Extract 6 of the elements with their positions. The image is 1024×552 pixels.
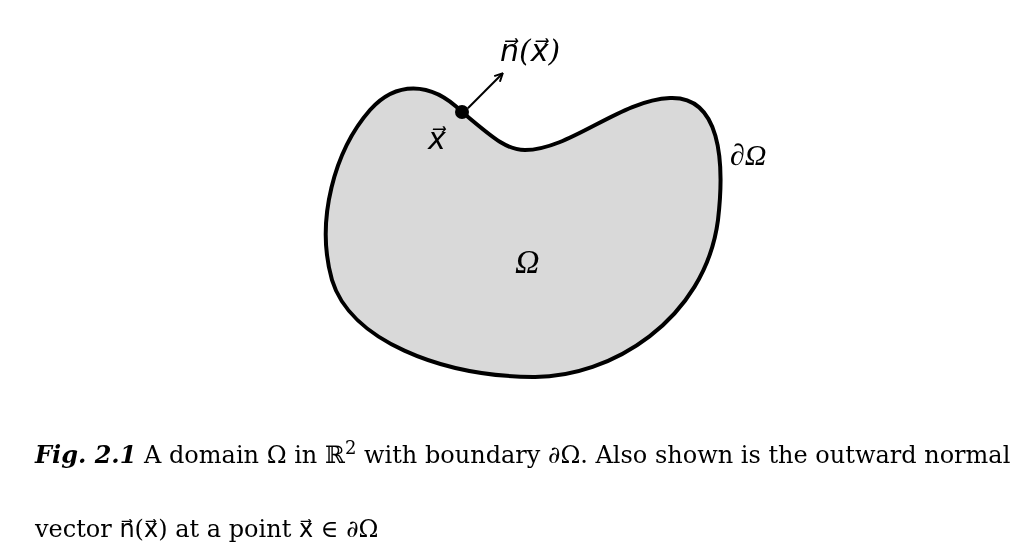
domain-label: Ω: [515, 245, 540, 279]
figure-caption: Fig. 2.1 A domain Ω in ℝ$^{2}$ with boundary ∂Ω. Also shown is the outward normal vector n⃗(x⃗) at a point x⃗ ∈ ∂Ω: [35, 436, 1012, 545]
normal-vector-label: n⃗(x⃗): [500, 36, 561, 66]
normal-arrow: [466, 72, 504, 110]
boundary-label: ∂Ω: [730, 140, 767, 170]
point-label: x⃗: [428, 124, 446, 154]
